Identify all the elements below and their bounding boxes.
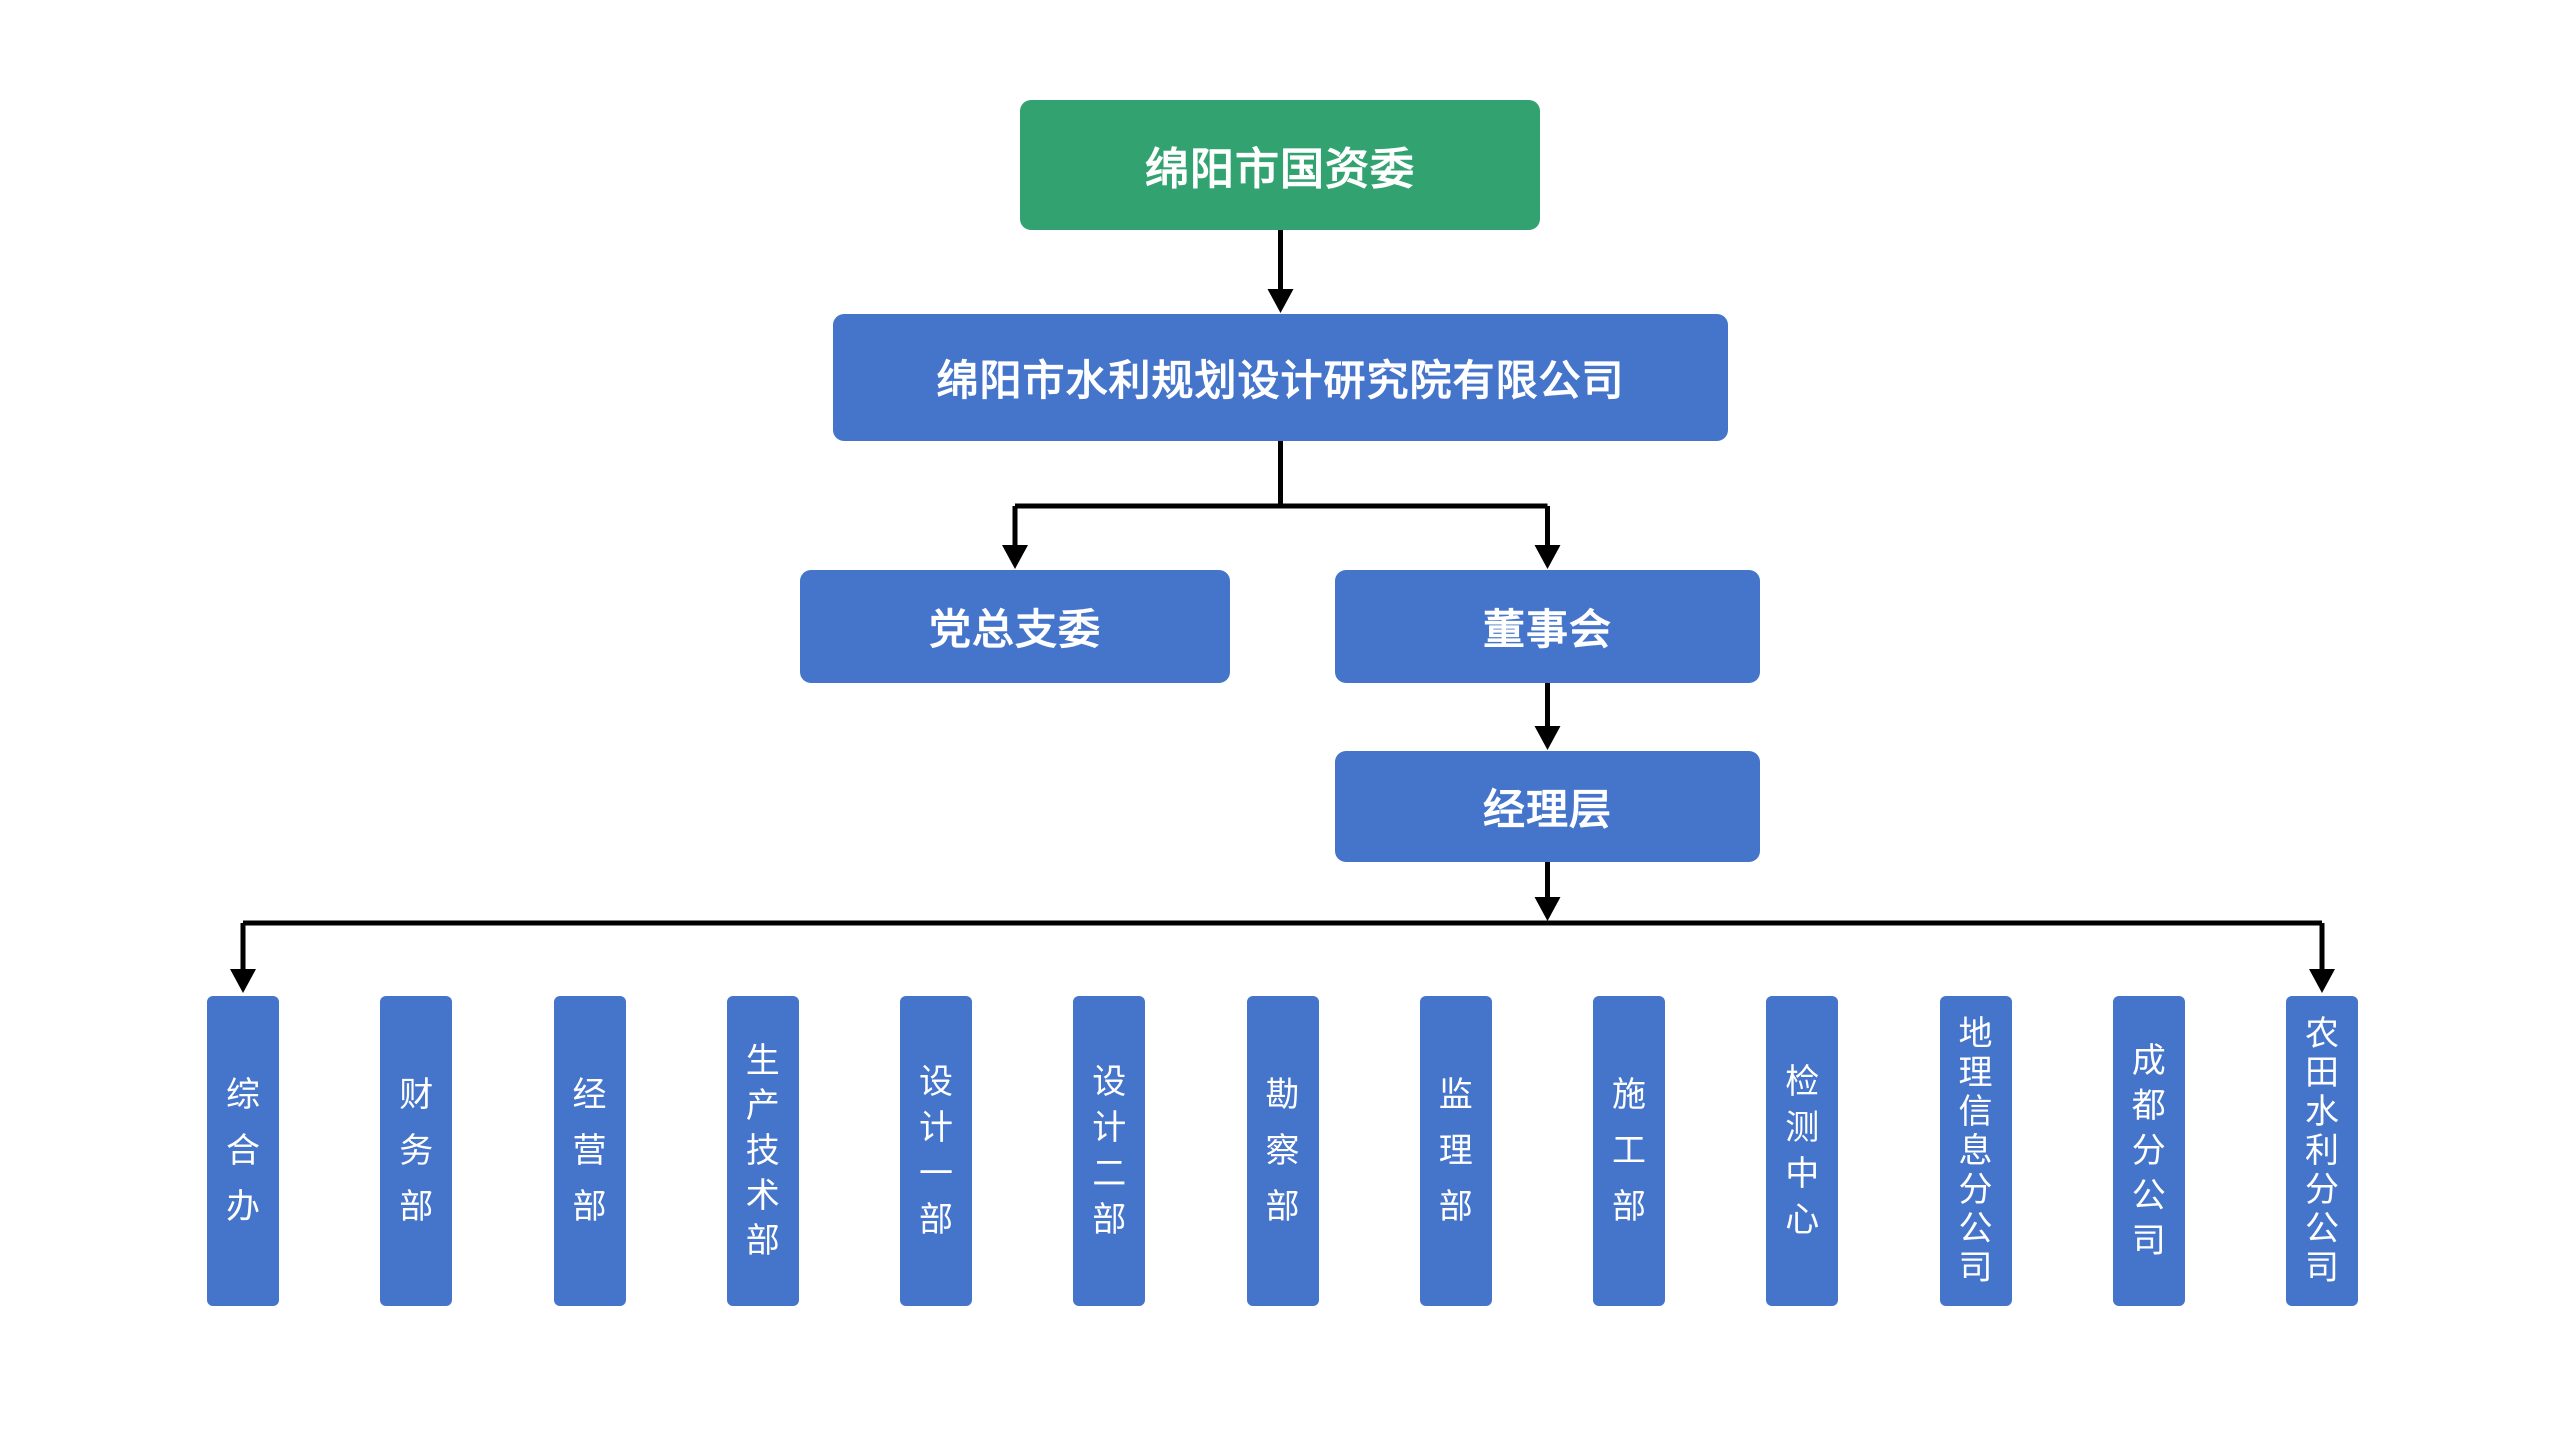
department-label-char: 设 — [919, 1063, 953, 1101]
org-node-company: 绵阳市水利规划设计研究院有限公司 — [833, 314, 1728, 441]
department-label-char: 理 — [1958, 1054, 1993, 1092]
department-label-char: 部 — [1438, 1188, 1473, 1226]
org-node-party-committee: 党总支委 — [800, 570, 1230, 683]
org-node-root: 绵阳市国资委 — [1020, 100, 1540, 230]
department-label-char: 监 — [1438, 1076, 1473, 1114]
arrowhead-first-department — [230, 969, 256, 993]
department-label-char: 部 — [919, 1201, 953, 1239]
department-box: 施工部 — [1593, 996, 1665, 1306]
department-label-char: 合 — [226, 1132, 260, 1170]
org-node-management: 经理层 — [1335, 751, 1760, 862]
root-label: 绵阳市国资委 — [1145, 145, 1415, 194]
department-label-char: 部 — [1092, 1201, 1127, 1239]
management-label: 经理层 — [1482, 786, 1612, 833]
company-label: 绵阳市水利规划设计研究院有限公司 — [936, 357, 1625, 404]
department-label-char: 信 — [1958, 1093, 1993, 1131]
department-label-char: 地 — [1958, 1015, 1993, 1053]
department-label-char: 司 — [1958, 1249, 1993, 1287]
arrowhead-last-department — [2309, 969, 2335, 993]
department-box: 生产技术部 — [726, 996, 799, 1306]
department-label-char: 一 — [919, 1155, 953, 1193]
department-box: 财务部 — [380, 996, 453, 1306]
arrowhead-party — [1002, 545, 1028, 569]
department-label-char: 检 — [1785, 1063, 1820, 1101]
department-label-char: 部 — [399, 1188, 434, 1226]
department-box: 农田水利分公司 — [2286, 996, 2358, 1306]
department-label-char: 营 — [572, 1132, 607, 1170]
department-label-char: 设 — [1092, 1063, 1127, 1101]
department-box: 检测中心 — [1766, 996, 1839, 1306]
department-label-char: 部 — [745, 1222, 780, 1260]
department-label-char: 二 — [1092, 1155, 1127, 1193]
department-label-char: 分 — [1958, 1171, 1993, 1209]
department-box: 综合办 — [207, 996, 279, 1306]
department-label-char: 都 — [2131, 1087, 2166, 1125]
department-label-char: 计 — [1092, 1109, 1127, 1147]
party-committee-label: 党总支委 — [928, 606, 1101, 653]
arrowhead-bus — [1534, 897, 1561, 921]
department-label-char: 术 — [745, 1177, 780, 1215]
arrowhead-management — [1534, 726, 1561, 750]
department-label-char: 成 — [2131, 1042, 2166, 1080]
department-label-char: 部 — [1612, 1188, 1646, 1226]
arrowhead-company — [1267, 289, 1294, 313]
department-label-char: 工 — [1612, 1132, 1646, 1170]
department-row: 综合办财务部经营部生产技术部设计一部设计二部勘察部监理部施工部检测中心地理信息分… — [207, 996, 2358, 1306]
department-box: 成都分公司 — [2112, 996, 2185, 1306]
department-box: 地理信息分公司 — [1939, 996, 2012, 1306]
department-label-char: 息 — [1958, 1132, 1993, 1170]
arrowhead-board — [1534, 545, 1561, 569]
department-label-char: 公 — [1958, 1210, 1993, 1248]
department-box: 勘察部 — [1246, 996, 1319, 1306]
department-label-char: 司 — [2131, 1222, 2166, 1260]
department-label-char: 公 — [2131, 1177, 2166, 1215]
department-label-char: 利 — [2305, 1132, 2339, 1170]
department-label-char: 测 — [1785, 1109, 1820, 1147]
department-box: 设计二部 — [1073, 996, 1146, 1306]
department-label-char: 公 — [2305, 1210, 2339, 1248]
department-label-char: 计 — [919, 1109, 953, 1147]
department-label-char: 水 — [2305, 1093, 2339, 1131]
department-label-char: 务 — [399, 1132, 434, 1170]
board-label: 董事会 — [1482, 606, 1612, 653]
department-label-char: 司 — [2305, 1249, 2339, 1287]
department-label-char: 经 — [572, 1076, 607, 1114]
department-label-char: 分 — [2131, 1132, 2166, 1170]
department-label-char: 分 — [2305, 1171, 2339, 1209]
department-label-char: 勘 — [1265, 1076, 1300, 1114]
department-label-char: 心 — [1785, 1201, 1820, 1239]
department-label-char: 财 — [399, 1076, 434, 1114]
department-label-char: 田 — [2305, 1054, 2339, 1092]
department-label-char: 施 — [1612, 1076, 1646, 1114]
department-label-char: 中 — [1785, 1155, 1820, 1193]
department-label-char: 技 — [745, 1132, 780, 1170]
department-label-char: 综 — [226, 1076, 260, 1114]
department-label-char: 理 — [1438, 1132, 1473, 1170]
department-label-char: 办 — [226, 1188, 260, 1226]
org-node-board: 董事会 — [1335, 570, 1760, 683]
department-label-char: 产 — [745, 1087, 780, 1125]
department-label-char: 农 — [2305, 1015, 2339, 1053]
department-label-char: 生 — [745, 1042, 780, 1080]
department-box: 监理部 — [1419, 996, 1492, 1306]
department-label-char: 部 — [1265, 1188, 1300, 1226]
department-label-char: 察 — [1265, 1132, 1300, 1170]
department-box: 设计一部 — [900, 996, 972, 1306]
department-label-char: 部 — [572, 1188, 607, 1226]
department-box: 经营部 — [553, 996, 626, 1306]
